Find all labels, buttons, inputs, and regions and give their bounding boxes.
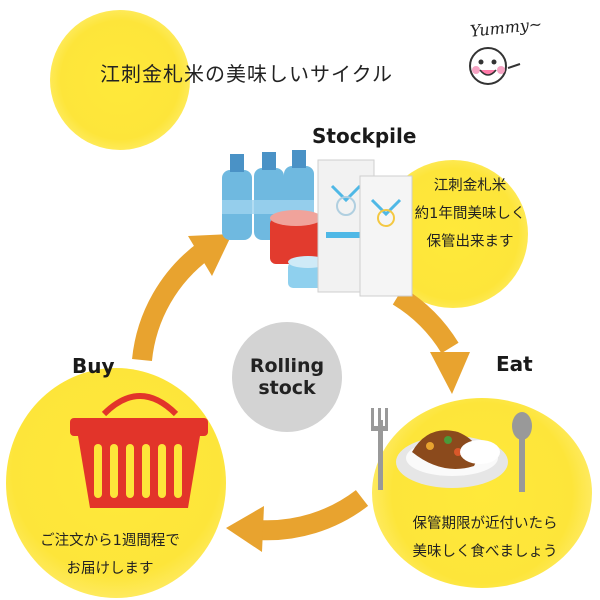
note-stockpile-line: 約1年間美味しく [405, 200, 535, 228]
shopping-basket-icon [70, 396, 208, 508]
note-eat: 保管期限が近付いたら 美味しく食べましょう [380, 510, 590, 566]
note-eat-line: 保管期限が近付いたら [380, 510, 590, 538]
spoon-icon [512, 412, 532, 492]
stage-label-eat: Eat [496, 352, 533, 376]
stage-label-stockpile: Stockpile [312, 124, 416, 148]
arrow-head-stockpile-to-eat [430, 352, 470, 394]
note-stockpile-line: 江刺金札米 [405, 172, 535, 200]
fork-icon [371, 408, 388, 490]
center-circle: Rolling stock [232, 322, 342, 432]
arrow-stockpile-to-eat [398, 296, 450, 348]
center-label: Rolling stock [242, 355, 332, 399]
note-stockpile-line: 保管出来ます [405, 228, 535, 256]
arrow-eat-to-buy [258, 498, 362, 530]
note-buy: ご注文から1週間程で お届けします [10, 527, 210, 583]
note-eat-line: 美味しく食べましょう [380, 538, 590, 566]
stage-label-buy: Buy [72, 354, 115, 378]
arrow-buy-to-stockpile [142, 250, 205, 360]
note-buy-line: ご注文から1週間程で [10, 527, 210, 555]
arrow-head-eat-to-buy [226, 506, 264, 552]
curry-plate-icon [396, 430, 508, 488]
note-stockpile: 江刺金札米 約1年間美味しく 保管出来ます [405, 172, 535, 256]
note-buy-line: お届けします [10, 555, 210, 583]
